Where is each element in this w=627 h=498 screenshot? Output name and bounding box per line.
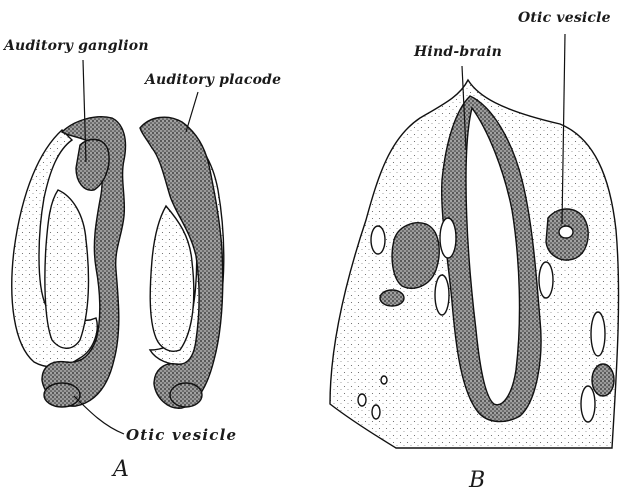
label-otic-vesicle-b: Otic vesicle [518, 10, 611, 26]
label-auditory-ganglion: Auditory ganglion [4, 38, 149, 54]
figure-b-vessel-5 [591, 312, 605, 356]
figure-b-vessel-8 [372, 405, 380, 419]
figure-b-small-mass-left [380, 290, 404, 306]
label-hind-brain: Hind-brain [414, 44, 502, 60]
figure-b-otic-vesicle-lumen [559, 226, 573, 238]
figure-b-section [330, 80, 619, 448]
panel-label-a: A [113, 457, 129, 482]
figure-a-left-otic-vesicle [44, 383, 80, 407]
label-otic-vesicle-a: Otic vesicle [126, 426, 237, 444]
figure-b-vessel-9 [381, 376, 387, 384]
label-auditory-placode: Auditory placode [145, 72, 281, 88]
figure-a-right-otic-vesicle [170, 383, 202, 407]
figure-b-vessel-2 [440, 218, 456, 258]
figure-b-small-mass-right [592, 364, 614, 396]
figure-b-vessel-4 [539, 262, 553, 298]
panel-label-b: B [469, 468, 485, 493]
figure-b-ganglion-mass [392, 223, 439, 288]
leader-auditory-placode [186, 92, 198, 132]
figure-b-vessel-6 [581, 386, 595, 422]
figure-b-vessel-1 [371, 226, 385, 254]
figure-a-section [12, 117, 224, 408]
figure-a-left-cavity [45, 190, 89, 348]
figure-b-vessel-7 [358, 394, 366, 406]
figure-b-vessel-3 [435, 275, 449, 315]
